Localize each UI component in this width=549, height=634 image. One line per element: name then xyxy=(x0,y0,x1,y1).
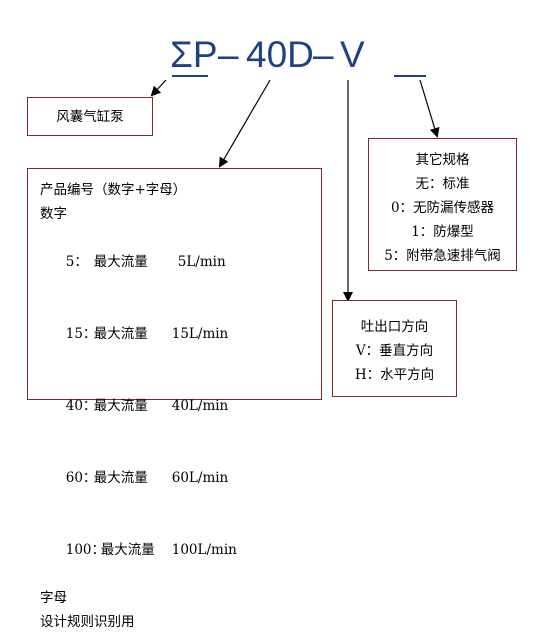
flow-code: 40： xyxy=(65,398,97,414)
flow-code: 100： xyxy=(65,542,106,558)
letters-label: 字母 xyxy=(40,590,67,606)
outlet-direction-box: 吐出口方向 V：垂直方向 H：水平方向 xyxy=(332,300,457,397)
flow-value: 40L/min xyxy=(171,398,229,414)
product-number-title: 产品编号（数字+字母） xyxy=(40,182,187,198)
arrow-to-pump-box xyxy=(150,79,167,97)
flow-value: 60L/min xyxy=(171,470,229,486)
flow-code: 15： xyxy=(65,326,97,342)
model-dash-2: – xyxy=(313,34,334,75)
flow-row: 40：最大流量 40L/min xyxy=(40,370,237,442)
flow-value: 5L/min xyxy=(177,254,226,270)
flow-label: 最大流量 xyxy=(100,542,155,558)
flow-label: 最大流量 xyxy=(93,254,148,270)
option-blank-underline xyxy=(394,75,426,77)
flow-code: 5： xyxy=(65,254,88,270)
pump-type-label: 风囊气缸泵 xyxy=(56,109,124,125)
flow-label: 最大流量 xyxy=(93,470,148,486)
pump-type-box: 风囊气缸泵 xyxy=(27,97,153,136)
letters-description: 设计规则识别用 xyxy=(40,614,135,630)
flow-label: 最大流量 xyxy=(93,398,148,414)
spec-item: 1：防爆型 xyxy=(411,224,474,240)
flow-value: 100L/min xyxy=(171,542,237,558)
arrow-to-spec-box xyxy=(419,79,440,138)
flow-label: 最大流量 xyxy=(93,326,148,342)
other-spec-title: 其它规格 xyxy=(415,152,470,168)
other-spec-box: 其它规格 无：标准 0：无防漏传感器 1：防爆型 5：附带急速排气阀 xyxy=(368,138,517,271)
outlet-item: H：水平方向 xyxy=(354,367,435,383)
flow-value: 15L/min xyxy=(171,326,229,342)
flow-row: 100：最大流量 100L/min xyxy=(40,514,237,586)
model-v: V xyxy=(340,34,365,75)
spec-item: 5：附带急速排气阀 xyxy=(384,248,501,264)
flow-code: 60： xyxy=(65,470,97,486)
flow-row: 60：最大流量 60L/min xyxy=(40,442,237,514)
spec-item: 0：无防漏传感器 xyxy=(390,200,495,216)
arrow-to-product-box xyxy=(218,79,271,168)
flow-row: 5： 最大流量 5L/min xyxy=(40,226,237,298)
spec-item: 无：标准 xyxy=(415,176,470,192)
model-number: 40D xyxy=(246,34,314,75)
outlet-item: V：垂直方向 xyxy=(355,343,434,359)
model-dash-1: – xyxy=(218,34,239,75)
model-sigma-p: ΣP xyxy=(170,34,218,75)
flow-row: 15：最大流量 15L/min xyxy=(40,298,237,370)
model-sigma-p-underline xyxy=(172,75,208,77)
digits-label: 数字 xyxy=(40,206,67,222)
connector-arrows xyxy=(150,79,440,302)
outlet-direction-title: 吐出口方向 xyxy=(360,319,429,335)
